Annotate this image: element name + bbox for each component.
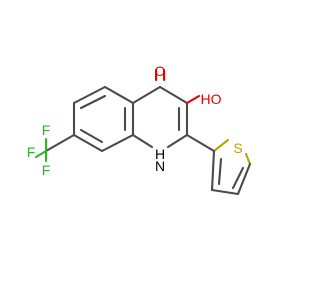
bond-cf3-f-left (34, 149, 48, 159)
bond-c4p-c3p (210, 188, 240, 196)
bond-c3p-c2p (210, 149, 216, 192)
bond-c3p-c2p-inner (217, 157, 223, 186)
atom-fluorine-left: F (27, 144, 36, 160)
bond-c2-thiophene (185, 133, 216, 153)
atom-ring-nitrogen: N (155, 158, 165, 174)
bond-n1-c8a (131, 133, 154, 149)
bond-c7-cf3 (44, 133, 76, 153)
bond-c2p-s (212, 138, 230, 153)
atom-fluorine-top: F (42, 122, 51, 138)
atom-nh-hydrogen: H (155, 146, 165, 162)
atom-thiophene-sulfur: S (233, 140, 242, 156)
bond-c7-c8-inner (79, 128, 104, 144)
bond-c7-c8 (72, 133, 104, 153)
bond-s-c5p (244, 152, 252, 166)
bond-c4a-c5 (103, 85, 135, 105)
atom-hydroxyl-group: HO (201, 91, 222, 107)
bond-c8-c8a (100, 133, 135, 153)
molecule-structure-diagram: O HO S N H F F F (27, 63, 252, 196)
bond-layer (34, 68, 252, 196)
bond-c4a-c4 (131, 85, 162, 105)
bond-c5p-c4p-inner (231, 166, 245, 190)
atom-ketone-oxygen: O (155, 63, 166, 79)
bond-c4-c3 (158, 85, 189, 105)
bond-c3-oh (185, 94, 201, 105)
bond-c5-c6 (72, 85, 107, 105)
atom-fluorine-bottom: F (42, 162, 51, 178)
bond-c2-n1 (166, 133, 189, 149)
bond-c5-c6-inner (79, 94, 107, 110)
atom-label-layer: O HO S N H F F F (27, 63, 243, 178)
bond-c5p-c4p (236, 162, 252, 196)
